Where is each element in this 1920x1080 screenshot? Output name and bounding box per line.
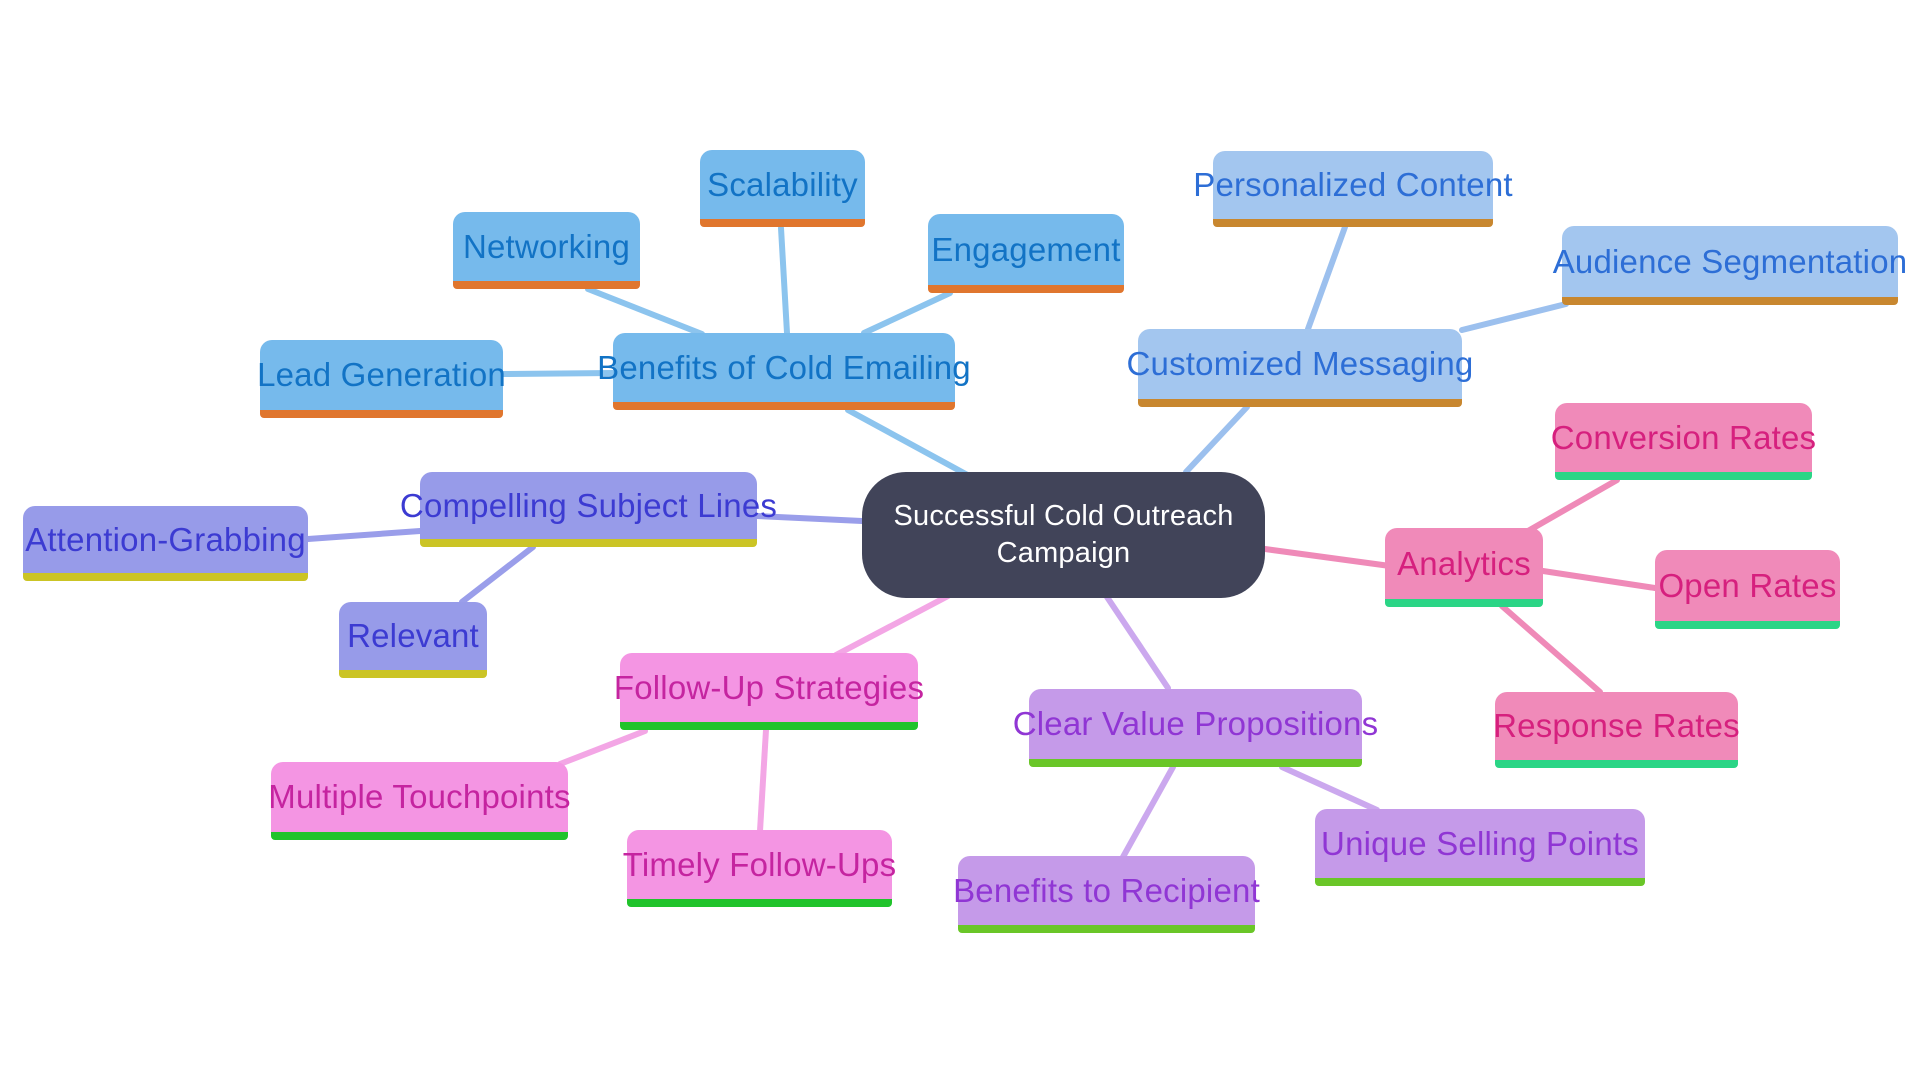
node-value-props[interactable]: Clear Value Propositions (1013, 689, 1378, 767)
edge-analytics-response (1499, 603, 1603, 695)
node-follow-up[interactable]: Follow-Up Strategies (614, 653, 924, 730)
node-root[interactable]: Successful Cold Outreach Campaign (862, 472, 1265, 598)
edge-customized-audience (1459, 301, 1569, 333)
node-timely[interactable]: Timely Follow-Ups (623, 830, 896, 907)
node-customized[interactable]: Customized Messaging (1127, 329, 1473, 407)
edge-customized-personalized (1305, 224, 1348, 332)
node-scalability[interactable]: Scalability (700, 150, 865, 227)
node-audience[interactable]: Audience Segmentation (1553, 226, 1907, 305)
node-analytics[interactable]: Analytics (1385, 528, 1543, 607)
edge-analytics-conversion (1525, 477, 1620, 534)
node-benefits[interactable]: Benefits of Cold Emailing (597, 333, 971, 410)
edge-subject-lines-relevant (459, 544, 536, 605)
node-label-benefits: Benefits of Cold Emailing (597, 348, 971, 386)
edge-root-customized (1183, 404, 1250, 475)
edge-analytics-open-rates (1540, 568, 1658, 591)
edge-root-analytics (1262, 546, 1393, 569)
node-label-follow-up: Follow-Up Strategies (613, 668, 925, 706)
node-label-networking: Networking (462, 227, 631, 265)
node-label-multiple: Multiple Touchpoints (268, 778, 571, 815)
edge-benefits-engagement (861, 290, 953, 336)
node-label-conversion: Conversion Rates (1550, 418, 1817, 456)
edge-root-value-props (1104, 594, 1171, 691)
node-label-root: Successful Cold Outreach Campaign (893, 499, 1234, 569)
node-benefits-recipient[interactable]: Benefits to Recipient (953, 856, 1260, 933)
node-engagement[interactable]: Engagement (928, 214, 1124, 293)
node-attention[interactable]: Attention-Grabbing (23, 506, 308, 581)
node-label-analytics: Analytics (1397, 544, 1531, 582)
node-networking[interactable]: Networking (453, 212, 640, 289)
node-conversion[interactable]: Conversion Rates (1551, 403, 1816, 480)
edge-root-follow-up (833, 593, 951, 658)
node-open-rates[interactable]: Open Rates (1655, 550, 1840, 629)
node-lead-generation[interactable]: Lead Generation (257, 340, 506, 418)
node-label-customized: Customized Messaging (1126, 345, 1474, 382)
node-response[interactable]: Response Rates (1493, 692, 1740, 768)
node-multiple[interactable]: Multiple Touchpoints (268, 762, 571, 840)
node-personalized[interactable]: Personalized Content (1193, 151, 1513, 227)
node-label-subject-lines: Compelling Subject Lines (399, 486, 778, 524)
edge-follow-up-multiple (557, 728, 648, 767)
node-label-response: Response Rates (1493, 707, 1740, 744)
node-label-personalized: Personalized Content (1193, 166, 1513, 203)
node-label-engagement: Engagement (931, 230, 1121, 268)
node-label-relevant: Relevant (347, 617, 479, 654)
node-subject-lines[interactable]: Compelling Subject Lines (400, 472, 777, 547)
node-label-attention: Attention-Grabbing (25, 520, 306, 558)
edge-root-benefits (845, 407, 976, 481)
node-label-unique: Unique Selling Points (1321, 824, 1639, 862)
edge-follow-up-timely (757, 727, 769, 834)
node-label-timely: Timely Follow-Ups (622, 845, 897, 883)
node-label-audience: Audience Segmentation (1552, 242, 1908, 280)
node-label-lead-generation: Lead Generation (257, 356, 506, 393)
node-label-value-props: Clear Value Propositions (1012, 705, 1379, 742)
edge-value-props-benefits-recipient (1120, 764, 1176, 860)
edge-subject-lines-attention (305, 528, 423, 542)
node-label-benefits-recipient: Benefits to Recipient (953, 871, 1260, 909)
edge-value-props-unique (1279, 764, 1380, 813)
node-label-open-rates: Open Rates (1658, 566, 1837, 604)
node-unique[interactable]: Unique Selling Points (1315, 809, 1645, 886)
edge-benefits-networking (585, 286, 705, 337)
edge-benefits-scalability (778, 225, 790, 336)
node-label-scalability: Scalability (707, 165, 858, 203)
node-relevant[interactable]: Relevant (339, 602, 487, 678)
